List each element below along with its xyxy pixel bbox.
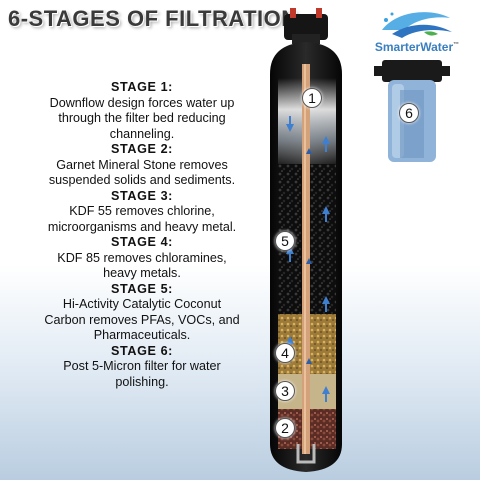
stage-1: STAGE 1: Downflow design forces water up… [22, 80, 262, 142]
page-title: 6-STAGES OF FILTRATION [8, 6, 298, 31]
logo-text: SmarterWater [374, 40, 454, 54]
stage-text-line: suspended solids and sediments. [48, 173, 236, 187]
stage-marker-3: 3 [275, 381, 295, 401]
stage-text-line: Garnet Mineral Stone removes [56, 157, 228, 172]
stage-marker-4: 4 [275, 343, 295, 363]
stage-4: STAGE 4: KDF 85 removes chloramines, hea… [22, 235, 262, 282]
stage-text-line: through the filter bed reducing [58, 111, 226, 125]
stage-text-line: Post 5-Micron filter for water [63, 359, 221, 373]
stage-text-line: Downflow design forces water up [49, 95, 235, 110]
stage-heading: STAGE 4: [111, 235, 173, 249]
stage-list: STAGE 1: Downflow design forces water up… [22, 80, 262, 390]
stage-text-line: Carbon removes PFAs, VOCs, and [44, 312, 240, 327]
stage-text-line: microorganisms and heavy metal. [47, 219, 237, 234]
stage-heading: STAGE 6: [111, 343, 173, 358]
stage-6: STAGE 6: Post 5-Micron filter for water … [22, 344, 262, 391]
stage-marker-1: 1 [302, 88, 322, 108]
stage-heading: STAGE 3: [111, 188, 173, 203]
stage-2: STAGE 2: Garnet Mineral Stone removes su… [22, 142, 262, 189]
stage-text-line: channeling. [109, 126, 175, 141]
smarterwater-logo [382, 12, 452, 38]
logo-trademark: ™ [453, 42, 460, 48]
stage-heading: STAGE 5: [111, 281, 173, 296]
stage-5: STAGE 5: Hi-Activity Catalytic Coconut C… [22, 282, 262, 344]
logo-wordmark: SmarterWater™ [362, 40, 472, 54]
stage-marker-6: 6 [399, 103, 419, 123]
stage-text-line: KDF 55 removes chlorine, [69, 204, 215, 218]
stage-text-line: Pharmaceuticals. [93, 328, 191, 342]
stage-marker-5: 5 [275, 231, 295, 251]
stage-heading: STAGE 2: [111, 142, 173, 156]
stage-heading: STAGE 1: [111, 80, 173, 94]
stage-text-line: polishing. [115, 374, 169, 389]
stage-text-line: heavy metals. [103, 266, 181, 280]
stage-text-line: KDF 85 removes chloramines, [57, 250, 227, 265]
stage-text-line: Hi-Activity Catalytic Coconut [62, 297, 222, 311]
stage-marker-2: 2 [275, 418, 295, 438]
stage-3: STAGE 3: KDF 55 removes chlorine, microo… [22, 189, 262, 236]
